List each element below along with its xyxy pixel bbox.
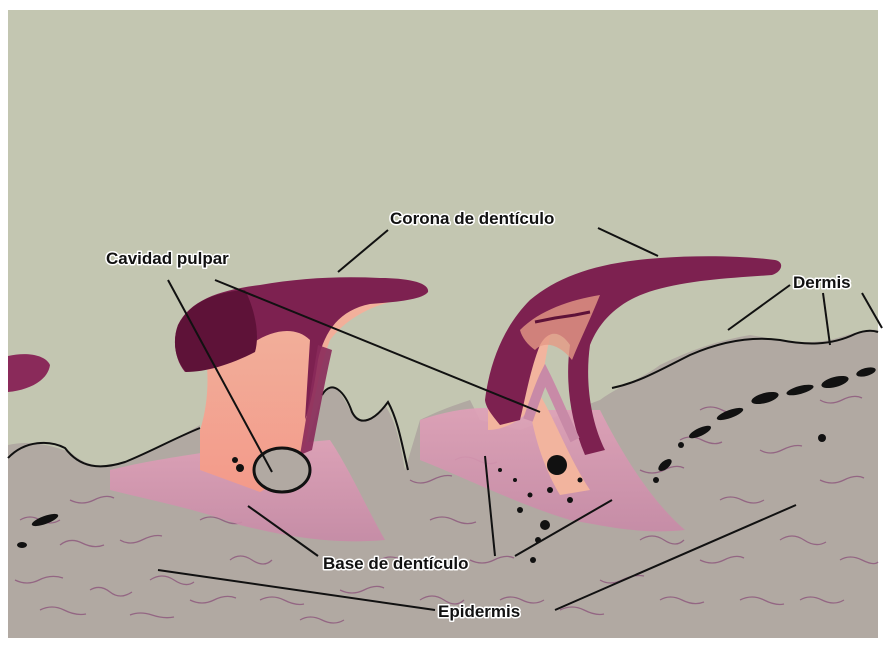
label-epidermis: Epidermis: [438, 602, 520, 621]
pulp-cavity-2: [547, 455, 567, 475]
label-dermis: Dermis: [793, 273, 851, 292]
label-corona: Corona de dentículo: [390, 209, 554, 228]
label-cavidad: Cavidad pulpar: [106, 249, 229, 268]
label-base: Base de dentículo: [323, 554, 468, 573]
